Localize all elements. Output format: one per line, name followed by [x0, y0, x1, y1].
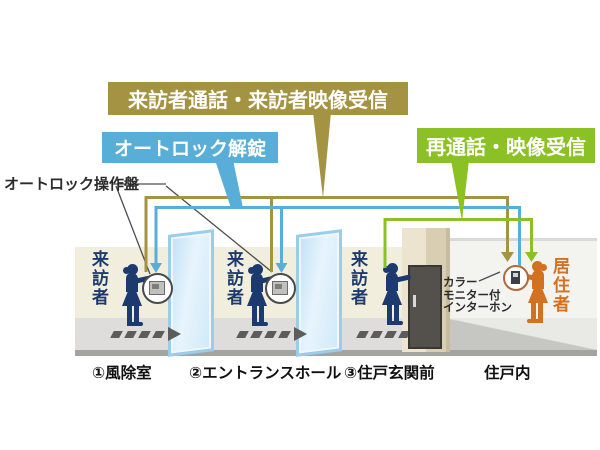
recall-line	[383, 160, 538, 268]
dwelling-door	[408, 265, 442, 349]
leader-lines	[113, 183, 501, 282]
banner-autolock-unlock: オートロック解錠	[102, 132, 278, 163]
arrowhead-down-icon	[275, 263, 288, 273]
visitor-silhouette-1	[112, 264, 154, 328]
keypad-icon	[272, 281, 288, 295]
floor-baseboard	[75, 350, 597, 356]
arrowhead-down-icon	[150, 263, 162, 273]
visitor-call-line	[144, 112, 514, 272]
zone-label-inside-dwelling: 住戸内	[484, 364, 531, 382]
visitor-label-1: 来訪者	[88, 250, 108, 307]
monitor-icon	[511, 271, 520, 284]
arrowhead-down-icon	[525, 252, 538, 262]
zone-label-entrance-hall: ②エントランスホール	[189, 364, 342, 382]
intercom-label: カラー モニター付 インターホン	[443, 275, 512, 315]
visitor-label-3: 来訪者	[347, 250, 367, 307]
autolock-unlock-line	[150, 160, 521, 273]
zone-label-dwelling-front: ③住戸玄関前	[344, 364, 435, 382]
door-handle	[413, 295, 416, 307]
zone-label-windbreak: ①風除室	[92, 364, 152, 382]
arrowhead-down-icon	[501, 252, 514, 262]
walk-arrow-icon-2	[236, 327, 307, 341]
autolock-panel-icon-1	[142, 273, 173, 304]
intercom-icon	[503, 265, 529, 291]
residence-floor	[445, 318, 597, 350]
visitor-label-2: 来訪者	[223, 250, 243, 307]
operation-panel-label: オートロック操作盤	[4, 175, 140, 193]
banner-visitor-call: 来訪者通話・来訪者映像受信	[108, 82, 408, 115]
visitor-silhouette-2	[237, 264, 279, 328]
keypad-icon	[149, 281, 165, 295]
resident-label: 居住者	[549, 257, 569, 314]
banner-recall: 再通話・映像受信	[417, 128, 595, 163]
walk-arrow-icon-1	[110, 327, 181, 341]
autolock-panel-icon-2	[265, 273, 296, 304]
visitor-silhouette-3	[372, 263, 414, 327]
